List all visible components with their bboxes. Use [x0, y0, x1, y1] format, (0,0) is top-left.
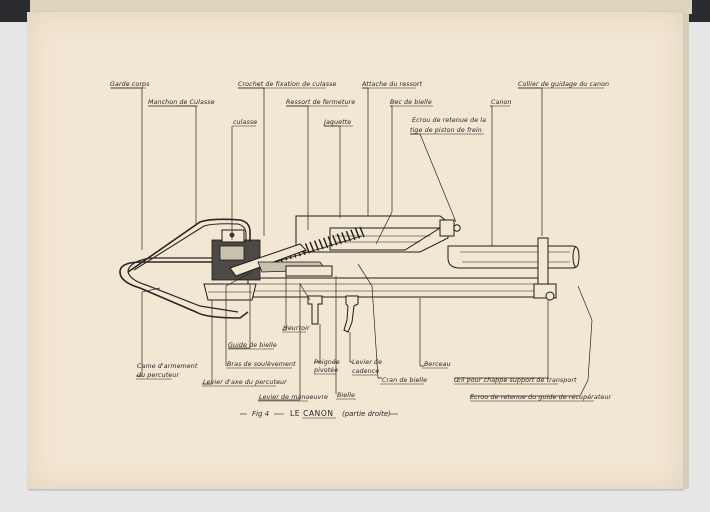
label-bielle: Bielle: [337, 392, 355, 399]
muzzle: [572, 246, 580, 268]
barrel: [447, 245, 579, 269]
front-nut: [439, 219, 455, 237]
operating-lever: [307, 295, 323, 325]
labels-bottom: Came d'armement du percuteur Levier d'ax…: [136, 324, 611, 402]
carry-eye: [545, 291, 555, 301]
label-culasse: culasse: [233, 119, 257, 126]
label-heurtoir: Heurtoir: [283, 324, 310, 332]
label-collier-guidage: Collier de guidage du canon: [518, 81, 609, 88]
guide-collar: [537, 237, 549, 291]
label-canon: Canon: [491, 99, 512, 106]
cradle-tube: [247, 277, 547, 298]
label-levier-cadence-1: Levier de: [352, 359, 382, 366]
label-came-1: Came d'armement: [137, 362, 198, 370]
label-ecrou-guide: Ecrou de retenue du guide de récupérateu…: [470, 393, 611, 401]
label-jaquette: Jaquette: [322, 118, 351, 126]
caption-subtitle: (partie droite): [342, 410, 391, 418]
guard-rail: [119, 261, 249, 319]
rate-lever: [343, 295, 359, 333]
label-ecrou-retenue-1: Ecrou de retenue de la: [412, 116, 486, 124]
figure-caption: Fig 4 LE CANON (partie droite): [240, 409, 398, 419]
caption-title: LE CANON: [290, 409, 334, 418]
cannon-drawing: [119, 215, 580, 333]
guard-rail-inner: [127, 257, 239, 313]
page-fold-edge: [683, 14, 689, 489]
label-guide-bielle: Guide de bielle: [228, 342, 277, 349]
label-levier-axe: Levier d'axe du percuteur: [203, 378, 287, 386]
spring-coil: [359, 226, 365, 238]
label-poignee-1: Poignée: [314, 358, 340, 366]
page-top-rim: [30, 0, 692, 14]
label-ecrou-retenue-2: tige de piston de frein: [410, 126, 482, 134]
label-crochet-fixation: Crochet de fixation de culasse: [238, 80, 337, 88]
front-nut-pin: [453, 224, 461, 232]
guard-rail-top-inner: [133, 223, 247, 271]
guard-rail-top: [127, 218, 251, 273]
label-came-2: du percuteur: [137, 371, 179, 379]
caption-fig-number: Fig 4: [252, 410, 269, 418]
label-bec-bielle: Bec de bielle: [390, 99, 432, 106]
label-garde-corps: Garde corps: [110, 81, 150, 88]
breech-window: [219, 245, 245, 261]
label-levier-cadence-2: cadence: [352, 368, 379, 375]
connecting-rod: [229, 243, 307, 277]
label-poignee-2: pivotée: [313, 366, 338, 374]
label-levier-manoeuvre: Levier de manoeuvre: [259, 394, 328, 401]
label-berceau: Berceau: [424, 361, 451, 368]
label-attache-ressort: Attache du ressort: [361, 80, 423, 88]
label-cran-bielle: Cran de bielle: [382, 377, 427, 384]
buffer: [285, 265, 333, 277]
label-ressort-fermeture: Ressort de fermeture: [286, 98, 355, 106]
spring-rod: [261, 235, 363, 267]
label-bras-soulevement: Bras de soulèvement: [227, 360, 296, 368]
label-oeil-chappe: Œil pour chappe support de transport: [454, 376, 577, 384]
label-manchon-culasse: Manchon de Culasse: [148, 99, 215, 106]
labels-top: Garde corps Manchon de Culasse culasse C…: [110, 80, 609, 135]
